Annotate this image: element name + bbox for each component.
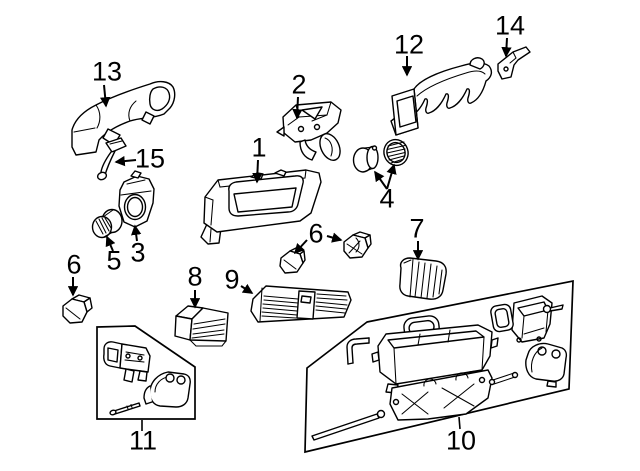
callout-9: 9 xyxy=(224,264,240,295)
part-2-bracket-assembly xyxy=(276,101,342,161)
part-10-link xyxy=(488,371,519,386)
callout-2: 2 xyxy=(291,69,307,100)
callout-14: 14 xyxy=(494,10,526,41)
callout-8: 8 xyxy=(187,261,203,292)
part-3-register-housing xyxy=(118,170,155,228)
arrow-4-right xyxy=(386,163,397,190)
part-4-grille xyxy=(383,138,409,167)
part-14-small-bracket xyxy=(497,46,531,80)
part-10-hook-bracket xyxy=(346,337,370,365)
part-10-screw xyxy=(542,304,564,314)
callout-13: 13 xyxy=(91,56,123,87)
callout-12: 12 xyxy=(393,29,425,60)
arrow-2 xyxy=(292,96,303,120)
arrow-4-left xyxy=(374,170,388,190)
group-box-11 xyxy=(96,325,196,420)
callout-7: 7 xyxy=(409,213,425,244)
part-11-screw xyxy=(109,402,141,416)
callout-1: 1 xyxy=(251,132,267,163)
part-10-side-bracket xyxy=(525,342,568,388)
arrow-5 xyxy=(105,235,116,252)
part-10-upper-duct xyxy=(490,295,553,343)
part-11-bracket xyxy=(103,341,151,383)
arrow-1 xyxy=(252,159,263,184)
part-10-lower-panel xyxy=(389,369,493,421)
arrow-6-mid-right xyxy=(326,232,343,243)
part-9-center-vent xyxy=(250,285,352,323)
callout-6-middle: 6 xyxy=(308,218,324,249)
callout-4: 4 xyxy=(379,183,395,214)
part-1-center-bezel xyxy=(200,169,322,245)
part-13-upper-duct xyxy=(71,80,176,156)
callout-arrows xyxy=(67,37,512,431)
part-6-left-clip xyxy=(62,294,93,324)
callout-15: 15 xyxy=(134,143,166,174)
callout-5: 5 xyxy=(106,245,122,276)
part-6-middle-clips xyxy=(279,231,372,274)
group-box-10 xyxy=(304,279,574,454)
part-7-louver-vent xyxy=(399,257,447,300)
arrow-14 xyxy=(501,37,512,58)
callout-11: 11 xyxy=(128,425,158,456)
part-4-knob-and-grille xyxy=(352,138,409,173)
arrow-6-mid-left xyxy=(293,239,308,255)
part-10-main-duct xyxy=(371,324,499,394)
callout-3: 3 xyxy=(130,237,146,268)
arrow-3 xyxy=(131,224,142,242)
part-10-rod xyxy=(311,409,386,441)
part-11-cover xyxy=(143,371,191,408)
part-12-finger-duct xyxy=(390,57,493,136)
part-5-round-knob xyxy=(91,208,123,239)
arrow-13 xyxy=(99,84,111,108)
part-15-lever-bracket xyxy=(96,137,127,181)
part-8-louver-vent xyxy=(174,305,229,347)
callout-6-left: 6 xyxy=(66,249,82,280)
callout-10: 10 xyxy=(445,425,477,456)
arrow-9 xyxy=(240,283,254,294)
arrow-15 xyxy=(114,155,137,167)
tick-10 xyxy=(458,416,461,430)
